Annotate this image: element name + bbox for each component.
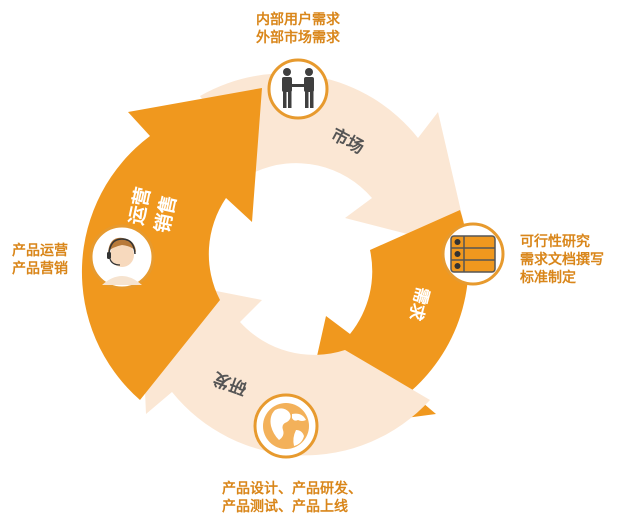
rnd-line-1: 产品设计、产品研发、 [222,481,362,497]
requirement-line-1: 可行性研究 [520,234,590,250]
requirement-line-2: 需求文档撰写 [520,252,604,268]
requirement-description: 可行性研究 需求文档撰写 标准制定 [520,233,604,287]
market-arrow [200,73,470,250]
rnd-description: 产品设计、产品研发、 产品测试、产品上线 [222,480,362,516]
requirement-line-3: 标准制定 [520,270,576,286]
operations-description: 产品运营 产品营销 [12,242,68,278]
operations-arrow [81,88,262,400]
globe-icon [263,403,309,449]
market-line-1: 内部用户需求 [256,12,340,28]
market-icon-circle [267,58,329,120]
rnd-arrow [140,276,430,456]
market-line-2: 外部市场需求 [256,30,340,46]
handshake-people-icon [282,68,314,108]
document-list-icon [450,235,496,273]
rnd-line-2: 产品测试、产品上线 [222,499,348,515]
requirement-icon-circle [441,222,505,286]
headset-agent-icon [102,237,142,285]
operations-icon-circle [89,224,155,290]
rnd-icon-circle [253,393,319,459]
operations-line-1: 产品运营 [12,243,68,259]
market-description: 内部用户需求 外部市场需求 [238,11,358,47]
operations-line-2: 产品营销 [12,261,68,277]
